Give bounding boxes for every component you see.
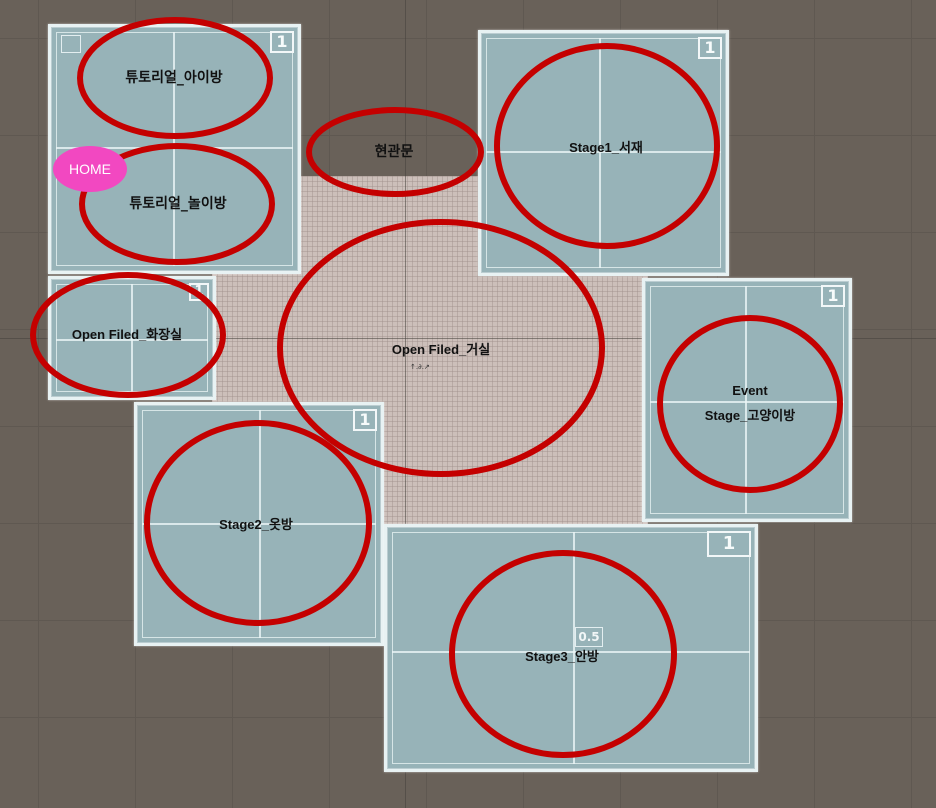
room-scale-badge: 1 (707, 531, 751, 557)
room-inner-frame (392, 532, 750, 764)
room-scale-badge: 1 (353, 409, 377, 431)
living-room-marker: ↑.∂.↗ (410, 363, 430, 371)
room-label-cat-room-line2: Stage_고양이방 (704, 408, 796, 423)
room-scale-badge: 1 (189, 283, 209, 301)
room-label-stage2: Stage2_옷방 (219, 517, 293, 532)
home-button[interactable]: HOME (53, 146, 127, 192)
room-scale-badge: 1 (698, 37, 722, 59)
room-inner-frame (650, 286, 844, 514)
room-label-stage3: Stage3_안방 (525, 649, 599, 664)
entrance-label: 현관문 (374, 144, 414, 160)
room-label-playroom: 튜토리얼_놀이방 (129, 196, 227, 212)
room-label-stage1: Stage1_서재 (569, 140, 643, 155)
room-label-living-room: Open Filed_거실 (391, 342, 491, 357)
room-label-kids-room: 튜토리얼_아이방 (125, 70, 223, 86)
room-scale-badge: 1 (821, 285, 845, 307)
room-scale-badge: 1 (270, 31, 294, 53)
room-corner-marker (61, 35, 81, 53)
room-label-cat-room-line1: Event (732, 383, 768, 398)
room-label-bathroom: Open Filed_화장실 (71, 327, 183, 342)
